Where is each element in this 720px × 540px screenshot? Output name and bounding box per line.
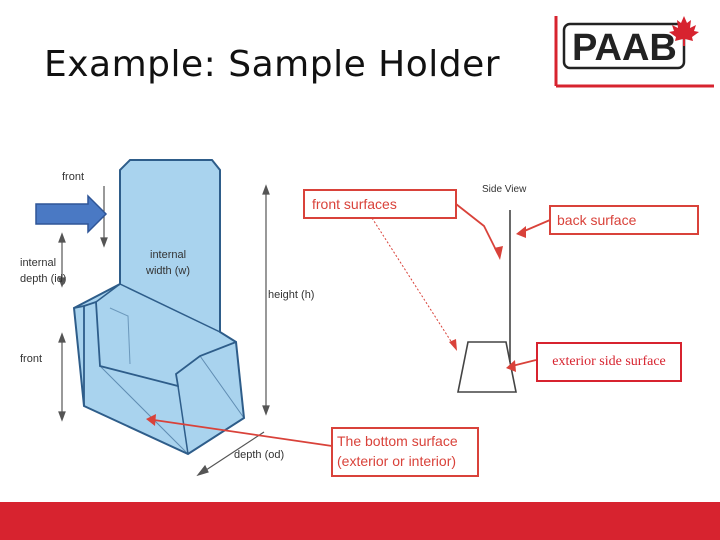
label-internal-depth-line2: depth (id) xyxy=(20,273,66,285)
label-height: height (h) xyxy=(268,289,314,301)
label-internal-width-line2: width (w) xyxy=(145,265,190,277)
callout-back-surface: back surface xyxy=(557,212,637,228)
maple-leaf-icon xyxy=(669,16,699,46)
callout-front-surfaces: front surfaces xyxy=(312,196,397,212)
side-view-drawing xyxy=(457,210,517,393)
label-front-top: front xyxy=(62,171,84,183)
label-internal-width-line1: internal xyxy=(150,249,186,261)
holder-illustration xyxy=(72,159,246,456)
label-side-view: Side View xyxy=(482,184,527,195)
logo-text: PAAB xyxy=(572,27,677,69)
slide-title: Example: Sample Holder xyxy=(44,44,501,85)
paab-logo: PAAB xyxy=(554,16,714,88)
callout-exterior-side-surface: exterior side surface xyxy=(536,342,682,382)
label-depth: depth (od) xyxy=(234,449,284,461)
footer-bar xyxy=(0,502,720,540)
label-front-bottom: front xyxy=(20,353,42,365)
callout-bottom-surface-line1: The bottom surface xyxy=(337,433,458,449)
label-internal-depth-line1: internal xyxy=(20,257,56,269)
dimension-lines xyxy=(58,184,270,477)
pointer-arrow-icon xyxy=(35,194,108,234)
callout-bottom-surface-line2: (exterior or interior) xyxy=(337,453,456,469)
sample-holder-figure: front internal depth (id) front internal… xyxy=(0,136,699,488)
